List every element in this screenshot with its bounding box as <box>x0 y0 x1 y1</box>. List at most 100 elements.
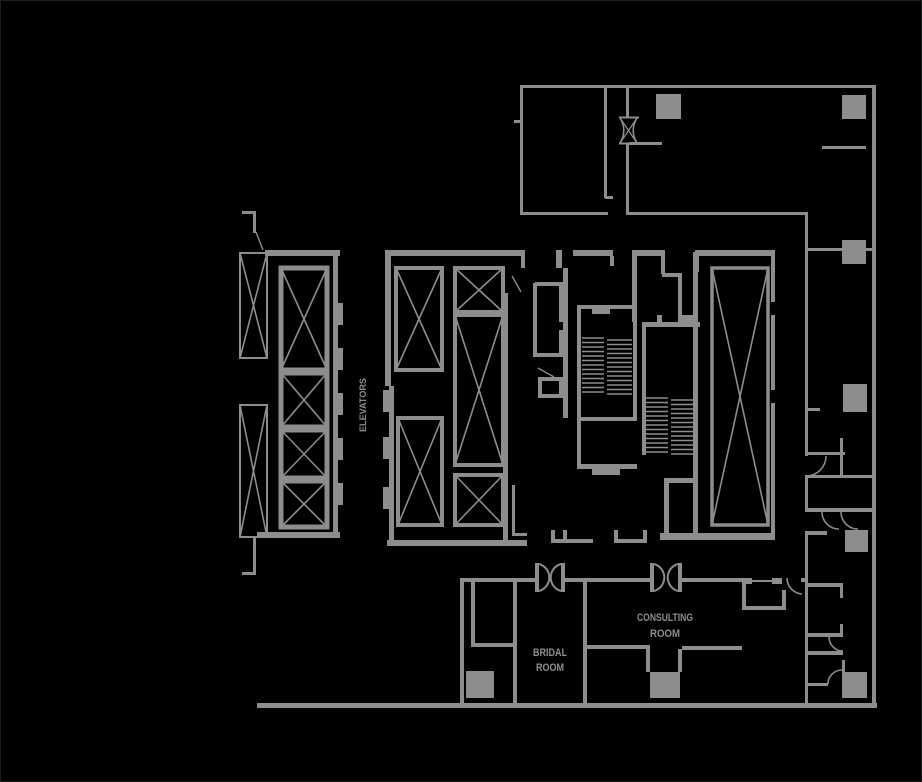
shaft-x-diagonal <box>280 267 328 371</box>
shaft-x-diagonal <box>454 474 504 526</box>
shaft-outline <box>239 404 268 538</box>
wall-segment <box>682 646 742 650</box>
wall-segment <box>808 651 843 655</box>
door-leaf-arc <box>666 563 679 592</box>
elevator-shaft <box>278 427 330 481</box>
shaft-outline <box>278 427 330 481</box>
wall-segment <box>333 256 338 532</box>
center-elevator-bank-walls <box>383 250 527 546</box>
wall-segment <box>664 478 698 483</box>
wall-segment <box>577 305 637 309</box>
wall-segment <box>662 273 682 277</box>
wall-segment <box>592 309 610 314</box>
wall-segment <box>535 282 563 286</box>
wall-segment <box>771 315 775 390</box>
bridal-room-label-line2: ROOM <box>536 662 564 674</box>
structural-column <box>842 95 866 119</box>
wall-segment <box>840 438 843 475</box>
wall-segment <box>520 212 608 215</box>
door-arc <box>828 636 844 652</box>
door-arc <box>805 455 827 477</box>
wall-segment <box>387 540 527 546</box>
wall-segment <box>866 248 876 251</box>
wall-segment <box>808 683 828 686</box>
wall-segment <box>805 535 808 705</box>
wall-segment <box>563 530 567 539</box>
wall-segment <box>805 452 845 455</box>
wall-segment <box>808 633 843 637</box>
elevator-shaft <box>396 416 444 527</box>
wall-segment <box>642 322 700 327</box>
shaft-outline <box>453 473 505 527</box>
wall-segment <box>383 390 389 412</box>
structural-column <box>843 384 867 412</box>
shaft-outline <box>710 266 770 527</box>
double-door-bridal-icon <box>535 563 565 592</box>
wall-segment <box>742 606 786 610</box>
wall-segment <box>822 146 866 149</box>
elevator-shaft <box>453 313 505 467</box>
wall-segment <box>538 377 563 381</box>
wall-segment <box>682 578 742 582</box>
elevators-label: ELEVATORS <box>358 378 368 432</box>
wall-segment <box>577 464 637 469</box>
wall-segment <box>772 578 782 584</box>
wall-segment <box>614 539 647 543</box>
shaft-x-diagonal <box>454 267 504 313</box>
wall-segment <box>383 487 389 509</box>
wall-segment <box>643 530 647 539</box>
wall-segment <box>242 211 256 214</box>
wall-segment <box>604 88 607 198</box>
wall-segment <box>587 645 650 649</box>
shaft-x-diagonal <box>280 480 328 528</box>
wall-segment <box>559 381 563 398</box>
wall-segment <box>535 353 563 357</box>
wall-segment <box>338 438 343 460</box>
wall-segment <box>512 485 515 535</box>
double-door-consulting-icon <box>650 563 682 592</box>
wall-segment <box>626 143 629 213</box>
structural-column <box>842 240 866 264</box>
wall-segment <box>610 256 614 266</box>
door-arc <box>821 511 840 530</box>
wall-segment <box>678 277 682 322</box>
wall-segment <box>471 582 475 645</box>
shaft-outline <box>453 313 505 467</box>
wall-segment <box>559 282 563 322</box>
wall-segment <box>660 533 775 540</box>
wall-segment <box>840 587 843 598</box>
wall-segment <box>338 393 343 415</box>
wall-segment <box>805 531 827 535</box>
wall-segment <box>805 252 808 456</box>
door-leaf <box>255 231 264 251</box>
top-right-room-walls <box>514 85 876 708</box>
wall-segment <box>565 578 650 582</box>
door-jamb <box>561 563 565 592</box>
elevator-shaft <box>278 478 330 530</box>
wall-segment <box>389 386 394 543</box>
shaft-outline <box>278 478 330 530</box>
stairwell-walls <box>577 305 700 535</box>
door-arc <box>827 669 843 685</box>
wall-segment <box>242 572 256 575</box>
shaft-outline <box>278 265 330 373</box>
wall-segment <box>840 624 843 635</box>
elevator-shaft <box>453 473 505 527</box>
shaft-outline <box>453 266 505 314</box>
wall-segment <box>538 381 542 398</box>
door-jamb <box>535 563 539 592</box>
elevator-shafts <box>239 252 770 538</box>
shaft-outline <box>239 252 268 359</box>
wall-segment <box>538 394 563 398</box>
wall-segment <box>512 533 527 536</box>
shaft-outline <box>278 370 330 430</box>
double-acting-door-icon <box>619 116 639 145</box>
wall-segment <box>605 196 613 199</box>
structural-column <box>656 94 681 119</box>
wall-segment <box>742 578 746 610</box>
wall-segment <box>842 660 845 672</box>
door-jamb <box>650 563 654 592</box>
door-triangles <box>619 117 638 144</box>
wall-segment <box>771 252 775 302</box>
